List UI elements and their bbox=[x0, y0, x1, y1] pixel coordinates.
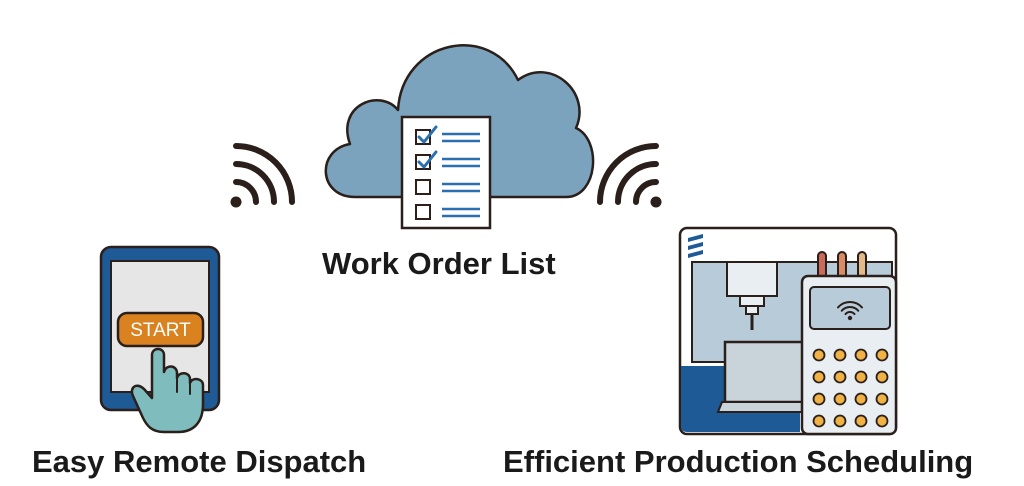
signal-arc bbox=[597, 143, 659, 205]
start-button[interactable]: START bbox=[116, 311, 205, 348]
start-button-label: START bbox=[130, 320, 191, 341]
checklist-icon bbox=[400, 115, 492, 230]
caption-efficient-production-scheduling: Efficient Production Scheduling bbox=[503, 444, 974, 479]
checkbox-icon bbox=[415, 179, 431, 195]
caption-easy-remote-dispatch: Easy Remote Dispatch bbox=[32, 444, 367, 479]
wifi-signal-icon bbox=[597, 143, 662, 208]
caption-work-order-list: Work Order List bbox=[322, 246, 556, 281]
signal-arc bbox=[233, 143, 295, 205]
keypad-key bbox=[854, 392, 868, 406]
signal-arc bbox=[233, 161, 277, 205]
brand-logo-icon bbox=[688, 234, 703, 258]
signal-arc bbox=[233, 179, 259, 205]
keypad-key bbox=[875, 392, 889, 406]
signal-arc bbox=[633, 179, 659, 205]
keypad-key bbox=[833, 392, 847, 406]
keypad-key bbox=[875, 348, 889, 362]
hand-pointer-icon bbox=[130, 347, 205, 434]
keypad-key bbox=[812, 348, 826, 362]
keypad-key bbox=[833, 414, 847, 428]
keypad-key bbox=[875, 414, 889, 428]
checkbox-icon bbox=[415, 204, 431, 220]
checkmark-icon bbox=[417, 150, 438, 169]
cnc-machine-icon bbox=[678, 226, 898, 436]
keypad-key bbox=[812, 370, 826, 384]
signal-dot bbox=[230, 196, 242, 208]
keypad-key bbox=[833, 348, 847, 362]
checkmark-icon bbox=[417, 125, 438, 144]
signal-arc bbox=[615, 161, 659, 205]
keypad-key bbox=[812, 414, 826, 428]
wifi-signal-icon bbox=[230, 143, 295, 208]
keypad-key bbox=[854, 370, 868, 384]
keypad-key bbox=[812, 392, 826, 406]
keypad-key bbox=[854, 414, 868, 428]
keypad bbox=[812, 348, 889, 428]
keypad-key bbox=[875, 370, 889, 384]
panel-wifi-icon bbox=[837, 301, 863, 321]
keypad-key bbox=[854, 348, 868, 362]
keypad-key bbox=[833, 370, 847, 384]
signal-dot bbox=[650, 196, 662, 208]
